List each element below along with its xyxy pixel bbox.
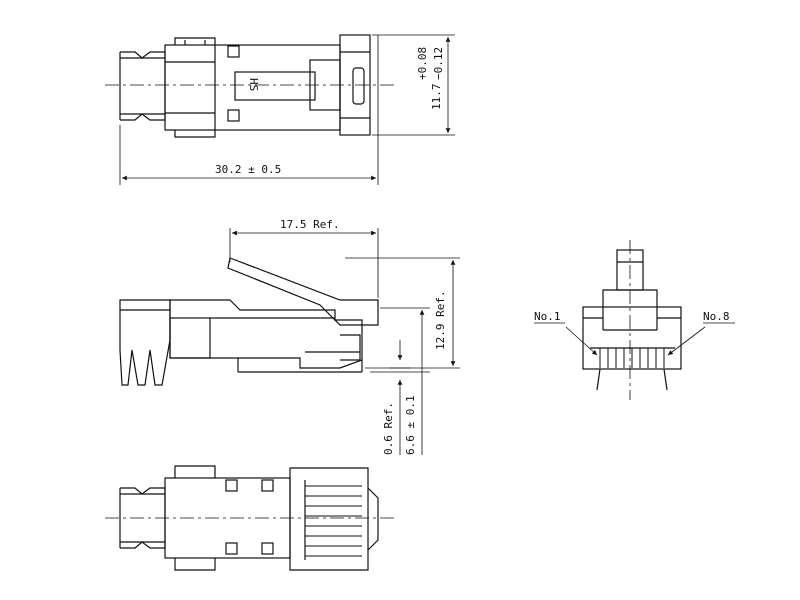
bottom-view [105, 465, 395, 571]
top-height-dimension: 11.7 [430, 84, 443, 111]
top-height-tol-minus: −0.12 [432, 47, 445, 80]
top-height-tol-plus: +0.08 [416, 47, 429, 80]
side-length-ref: 17.5 Ref. [280, 218, 340, 231]
side-height-ref: 12.9 Ref. [434, 290, 447, 350]
side-view [119, 228, 460, 455]
side-gap-ref: 0.6 Ref. [382, 402, 395, 455]
side-body-dimension: 6.6 ± 0.1 [404, 395, 417, 455]
top-length-dimension: 30.2 ± 0.5 [215, 163, 281, 176]
front-view [565, 240, 706, 400]
pin-no1-label: No.1 [534, 310, 561, 323]
top-view [105, 34, 455, 185]
top-marking: HS [247, 78, 260, 91]
pin-no8-label: No.8 [703, 310, 730, 323]
